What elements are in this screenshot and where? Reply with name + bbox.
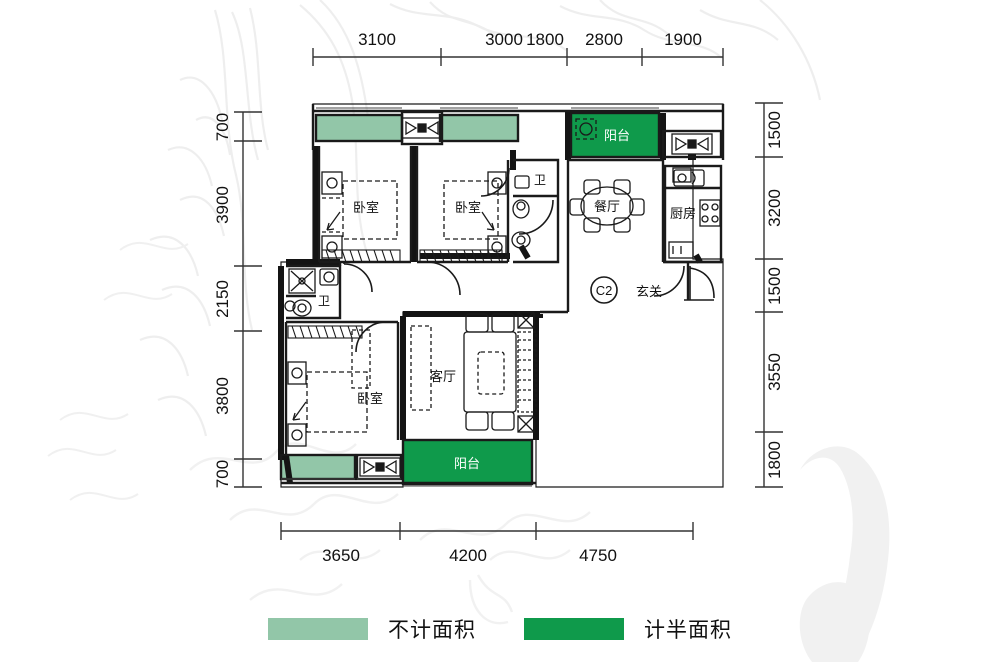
dim-right-4: 1800 bbox=[765, 441, 784, 479]
dimension-right-labels: 1500 3200 1500 3550 1800 bbox=[765, 111, 784, 479]
dim-bottom-0: 3650 bbox=[322, 546, 360, 565]
dim-top-1: 3000 bbox=[485, 30, 523, 49]
dimension-bottom bbox=[280, 522, 694, 540]
dim-left-4: 700 bbox=[213, 460, 232, 488]
dimension-left-labels: 700 3900 2150 3800 700 bbox=[213, 113, 232, 488]
dim-left-0: 700 bbox=[213, 113, 232, 141]
unit-code-text: C2 bbox=[596, 283, 613, 298]
watermark-sketch bbox=[139, 0, 822, 437]
balcony-utility-box bbox=[575, 118, 597, 140]
label-bathroom-1: 卫 bbox=[534, 173, 546, 187]
dim-left-2: 2150 bbox=[213, 280, 232, 318]
label-balcony-top: 阳台 bbox=[604, 129, 630, 144]
dim-right-3: 3550 bbox=[765, 353, 784, 391]
legend-swatch-no-area bbox=[268, 618, 368, 640]
fill-balcony-ne bbox=[440, 115, 518, 141]
dimension-bottom-labels: 3650 4200 4750 bbox=[322, 546, 617, 565]
legend-label-half-area: 计半面积 bbox=[644, 618, 732, 642]
dim-top-2: 1800 bbox=[526, 30, 564, 49]
ac-unit-symbol bbox=[359, 117, 713, 477]
label-living: 客厅 bbox=[430, 369, 456, 385]
dimension-top-labels: 3100 3000 1800 2800 1900 bbox=[358, 30, 702, 49]
label-balcony-bottom: 阳台 bbox=[454, 457, 480, 472]
dimension-right bbox=[755, 102, 783, 488]
label-entry: 玄关 bbox=[636, 285, 662, 300]
dim-top-3: 2800 bbox=[585, 30, 623, 49]
fill-balcony-nw bbox=[316, 115, 402, 141]
dimension-top bbox=[312, 48, 724, 66]
watermark-bird bbox=[799, 446, 890, 662]
dim-top-4: 1900 bbox=[664, 30, 702, 49]
kitchen-balcony-sink bbox=[672, 167, 692, 183]
dim-left-3: 3800 bbox=[213, 377, 232, 415]
dim-bottom-2: 4750 bbox=[579, 546, 617, 565]
dim-bottom-1: 4200 bbox=[449, 546, 487, 565]
dim-top-0: 3100 bbox=[358, 30, 396, 49]
area-fills bbox=[281, 113, 659, 484]
label-kitchen: 厨房 bbox=[670, 206, 696, 222]
unit-code-marker: C2 bbox=[590, 276, 618, 304]
label-bedroom-3: 卧室 bbox=[357, 391, 383, 407]
dimension-left bbox=[234, 111, 262, 488]
dim-right-1: 3200 bbox=[765, 189, 784, 227]
legend-item-no-area: 不计面积 bbox=[268, 614, 524, 644]
dim-right-2: 1500 bbox=[765, 267, 784, 305]
legend: 不计面积 计半面积 bbox=[0, 604, 1000, 654]
watermark-foliage bbox=[47, 241, 189, 501]
dim-left-1: 3900 bbox=[213, 186, 232, 224]
legend-label-no-area: 不计面积 bbox=[388, 618, 476, 642]
furniture bbox=[284, 117, 721, 477]
label-bedroom-1: 卧室 bbox=[353, 200, 379, 216]
fill-balcony-bottom bbox=[403, 440, 532, 484]
fill-balcony-sw bbox=[281, 455, 355, 479]
label-bedroom-2: 卧室 bbox=[455, 200, 481, 216]
legend-item-half-area: 计半面积 bbox=[524, 614, 732, 644]
legend-swatch-half-area bbox=[524, 618, 624, 640]
label-bathroom-2: 卫 bbox=[318, 294, 330, 308]
room-labels: 卧室 卧室 卧室 卫 卫 餐厅 厨房 客厅 玄关 阳台 阳台 bbox=[318, 129, 696, 472]
dim-right-0: 1500 bbox=[765, 111, 784, 149]
watermark-cursive bbox=[189, 442, 591, 625]
label-dining: 餐厅 bbox=[594, 199, 620, 215]
